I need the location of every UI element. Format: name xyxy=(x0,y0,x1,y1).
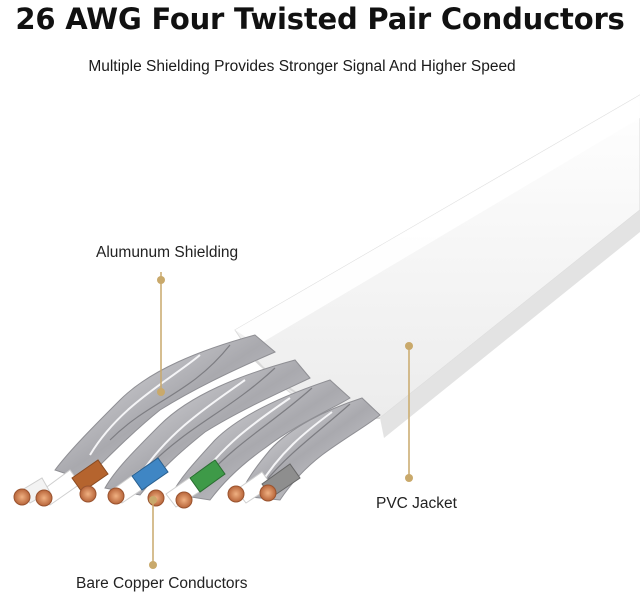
callout-jacket xyxy=(405,342,413,482)
label-pvc-jacket: PVC Jacket xyxy=(376,495,457,512)
label-bare-copper: Bare Copper Conductors xyxy=(76,575,248,592)
page-title: 26 AWG Four Twisted Pair Conductors xyxy=(15,2,625,36)
label-aluminum-shielding: Alumunum Shielding xyxy=(96,244,239,261)
callout-shielding xyxy=(157,272,165,396)
pvc-jacket xyxy=(234,94,640,438)
page-subtitle: Multiple Shielding Provides Stronger Sig… xyxy=(88,58,516,75)
callout-copper xyxy=(149,496,157,569)
